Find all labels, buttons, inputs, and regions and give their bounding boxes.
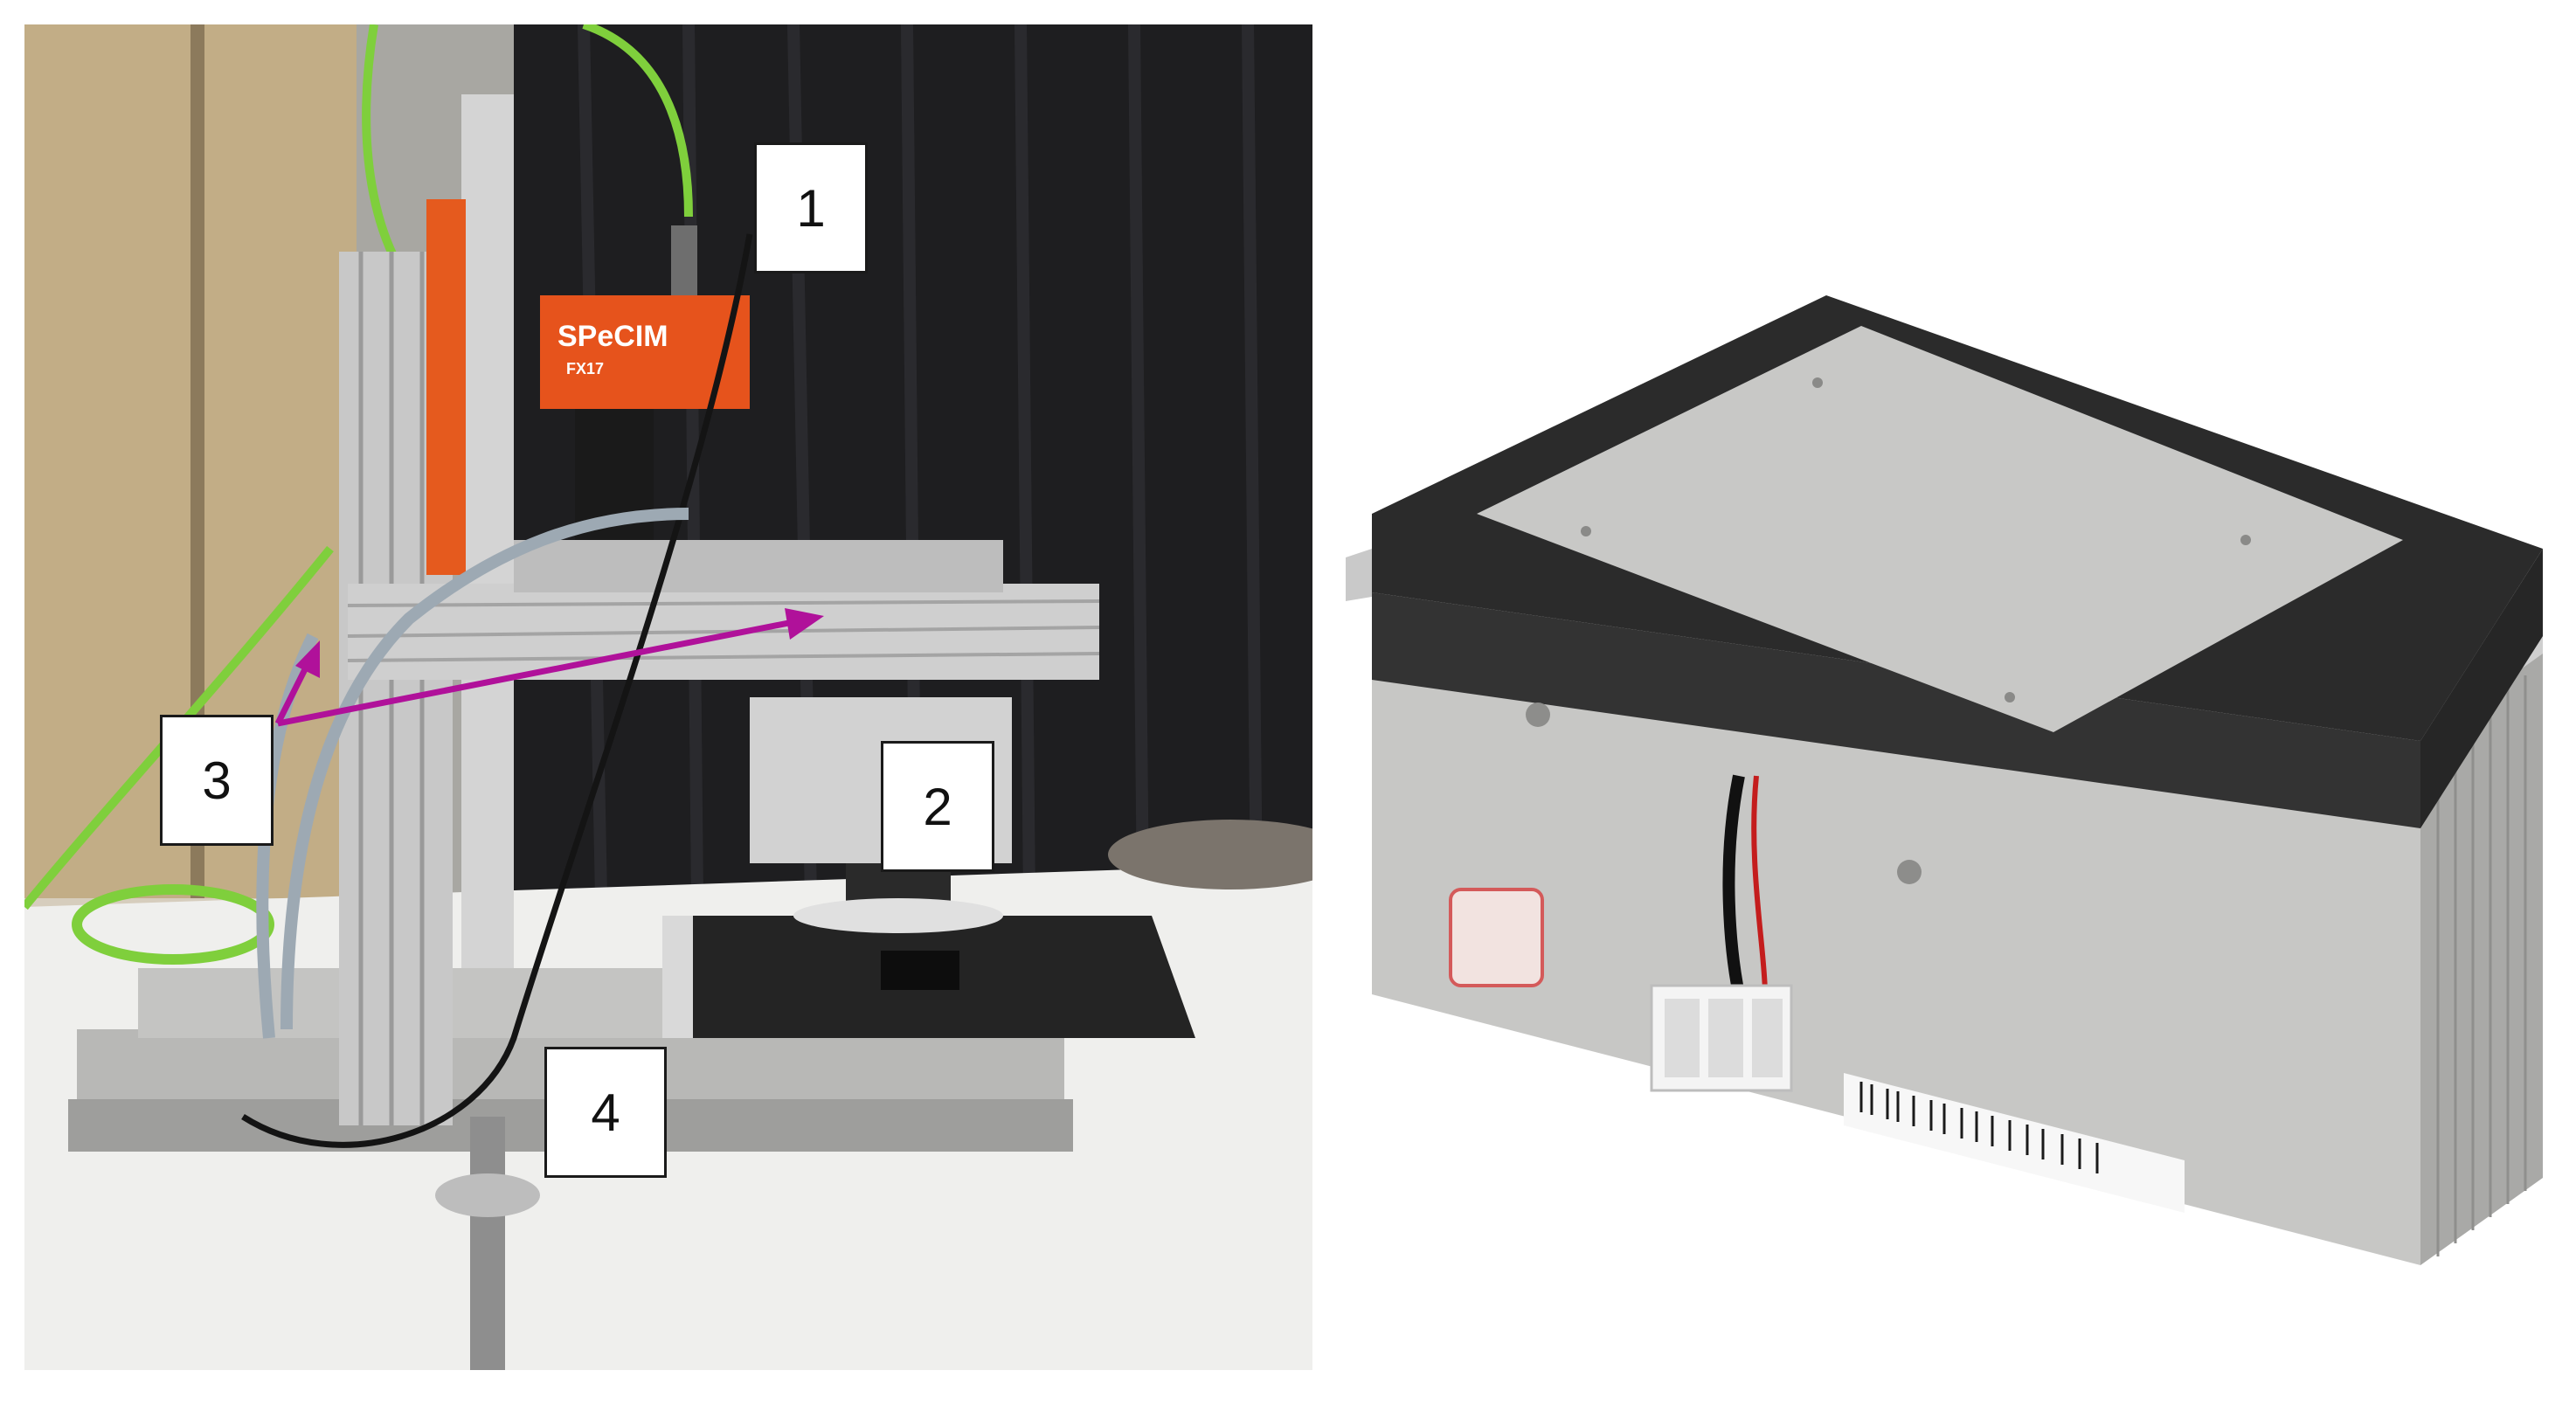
callout-arrows: [274, 608, 824, 727]
callout-label-1: 1: [754, 142, 868, 273]
callout-label-2: 2: [881, 741, 994, 872]
camera-model-label: FX17: [566, 360, 604, 377]
foreground-post: [470, 1117, 505, 1370]
setup-photo: SPeCIM FX17 1 2 3 4: [24, 24, 1312, 1370]
warning-sticker: [1449, 888, 1544, 987]
camera-brand-label: SPeCIM: [557, 320, 668, 353]
callout-label-4: 4: [544, 1047, 667, 1178]
callout-label-3: 3: [160, 715, 274, 846]
cooling-module-photo: [1328, 24, 2560, 1370]
cold-plate: [1477, 326, 2403, 732]
cooling-module-illustration: [1328, 24, 2560, 1370]
setup-photo-illustration: SPeCIM FX17: [24, 24, 1312, 1370]
barcode-label: [1844, 1073, 2185, 1213]
